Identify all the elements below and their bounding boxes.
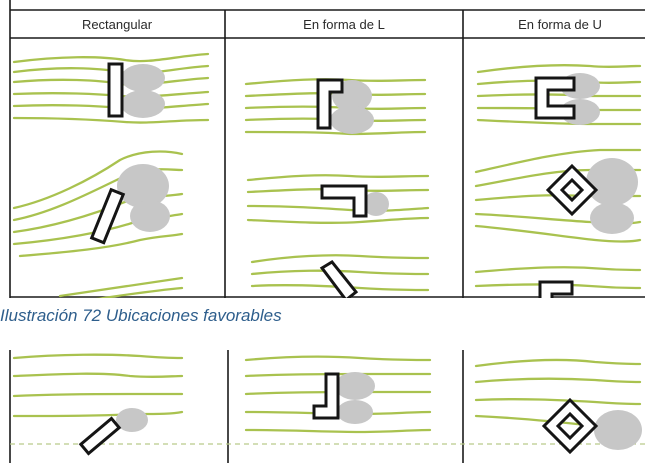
building-u-shape [541, 397, 599, 455]
building-l-shape [316, 78, 344, 130]
cell-u-shape-row2 [474, 148, 642, 243]
cell-l-shape-row3 [250, 254, 430, 298]
wind-shadow [594, 410, 642, 450]
cell-rectangular-row1 [12, 52, 210, 124]
diagram-canvas: Rectangular En forma de L En forma de U [9, 0, 645, 298]
cell-rectangular-row2 [12, 150, 184, 258]
building-wind-diagram-continued [0, 350, 645, 463]
airflow-lines [246, 174, 430, 224]
column-header-l-shape: En forma de L [303, 17, 385, 32]
building-u-shape [538, 280, 574, 298]
cell-u-shape-row1 [476, 64, 642, 126]
wind-shadow [130, 200, 170, 232]
wind-shadow [121, 64, 165, 92]
building-wind-diagram: Rectangular En forma de L En forma de U [9, 0, 645, 298]
cell-l-shape-row4 [244, 355, 432, 434]
cell-l-shape-row1 [244, 78, 427, 136]
wind-shadow [117, 164, 169, 208]
building-l-shape [320, 184, 368, 218]
building-rectangular [107, 62, 124, 118]
wind-shadow [337, 400, 373, 424]
wind-shadow [116, 408, 148, 432]
column-header-u-shape: En forma de U [518, 17, 602, 32]
building-u-shape [534, 76, 576, 120]
building-rectangular [89, 187, 126, 245]
cell-rectangular-row3 [58, 276, 184, 298]
wind-shadow [335, 372, 375, 400]
table-grid [9, 0, 645, 298]
wind-shadow [330, 106, 374, 134]
cell-l-shape-row2 [246, 174, 430, 224]
cell-rectangular-row4 [12, 353, 184, 456]
building-l-shape [312, 372, 340, 420]
table-grid [9, 350, 645, 463]
diagram-canvas-continued [9, 350, 645, 463]
wind-shadow [363, 192, 389, 216]
wind-shadow [586, 158, 638, 206]
building-l-shape [319, 260, 359, 298]
cell-u-shape-row3 [474, 266, 642, 298]
wind-shadow [121, 90, 165, 118]
wind-shadow [590, 202, 634, 234]
cell-u-shape-row4 [474, 358, 642, 455]
column-header-rectangular: Rectangular [82, 17, 153, 32]
figure-caption: Ilustración 72 Ubicaciones favorables [0, 306, 282, 325]
building-rectangular [78, 416, 122, 456]
building-u-shape [545, 163, 599, 217]
